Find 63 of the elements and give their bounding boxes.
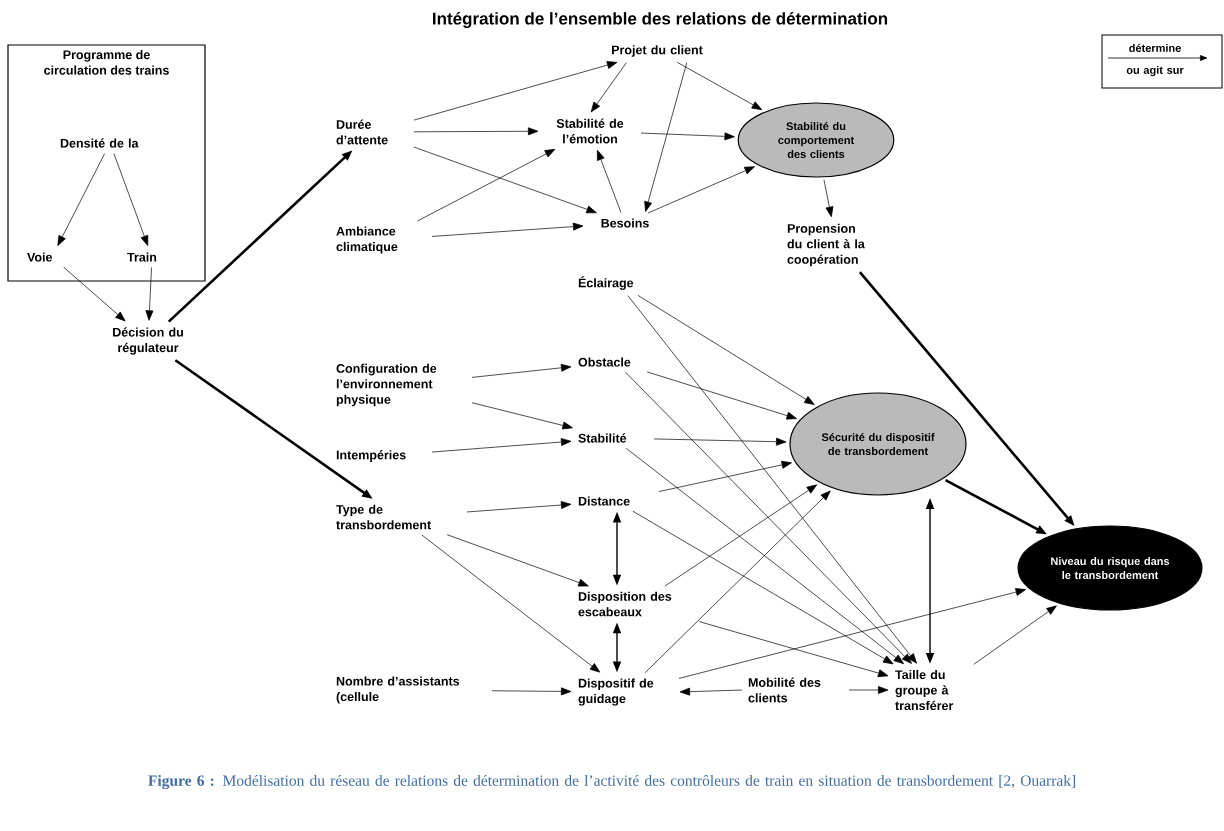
arrow xyxy=(431,222,584,237)
factor-text: Besoins xyxy=(601,218,649,228)
arrow xyxy=(658,460,792,492)
arrow xyxy=(823,179,834,218)
arrow xyxy=(63,266,126,322)
factor-text: Voie xyxy=(27,252,53,262)
factor-text: Stabilité de l’émotion xyxy=(556,118,624,144)
legend-box: détermine ou agit sur xyxy=(1101,34,1223,89)
arrow xyxy=(57,153,105,246)
caption: Figure 6 : Modélisation du réseau de relations de détermination de l’activité des contrôleurs de train en situation de transbordement [2, Ouarrak] xyxy=(148,774,1075,790)
arrow xyxy=(646,371,797,420)
arrow xyxy=(973,605,1057,665)
factor-text: Ambiance climatique xyxy=(336,226,398,254)
factor-text: Taille du groupe à transférer xyxy=(895,669,954,711)
factor-text: Configuration de l’environnement physique xyxy=(336,363,437,407)
factor-text: Distance xyxy=(578,496,630,506)
arrow xyxy=(848,686,889,694)
arrow xyxy=(590,62,627,113)
arrow xyxy=(647,166,755,214)
factor-text: Durée d’attente xyxy=(336,119,388,145)
title: Intégration de l’ensemble des relations de détermination xyxy=(433,11,888,29)
arrow xyxy=(491,687,572,696)
arrow xyxy=(698,621,889,677)
arrow xyxy=(664,484,818,587)
factor-text: Intempéries xyxy=(336,450,406,462)
arrow xyxy=(466,501,572,513)
arrow xyxy=(417,149,556,222)
arrow xyxy=(145,267,154,321)
factor-text: Éclairage xyxy=(578,276,634,290)
arrow xyxy=(471,363,572,378)
factor-text: Obstacle xyxy=(578,357,631,367)
arrow xyxy=(413,146,597,214)
factor-text: Propension du client à la coopération xyxy=(787,223,865,267)
factor-text: Nombre d’assistants (cellule xyxy=(336,676,460,704)
arrow xyxy=(640,132,735,141)
arrow xyxy=(644,490,831,674)
factor-text: Stabilité xyxy=(578,433,627,443)
arrow xyxy=(632,510,894,665)
arrow xyxy=(644,62,688,212)
factor-text: Train xyxy=(127,252,157,262)
arrow xyxy=(679,687,743,696)
arrow xyxy=(676,61,763,110)
factor-text: Dispositif de guidage xyxy=(578,678,654,706)
arrow xyxy=(413,127,539,136)
arrow xyxy=(625,371,912,664)
arrow xyxy=(597,149,622,213)
arrow xyxy=(446,534,589,587)
factor-text: Densité de la xyxy=(60,138,139,148)
arrow xyxy=(653,437,787,446)
factor-text: Décision du régulateur xyxy=(113,327,183,355)
arrow xyxy=(421,534,601,673)
factor-text: Projet du client xyxy=(612,45,703,57)
factor-text: Type de transbordement xyxy=(336,504,431,530)
arrow xyxy=(113,153,149,246)
arrow xyxy=(627,295,917,664)
arrow xyxy=(637,295,815,405)
arrow xyxy=(678,588,1026,679)
factor-text: Disposition des escabeaux xyxy=(578,591,672,617)
arrow xyxy=(625,447,904,665)
factor-text: Mobilité des clients xyxy=(748,677,821,703)
arrow xyxy=(431,438,572,453)
arrow xyxy=(413,61,618,121)
arrow xyxy=(471,402,573,430)
